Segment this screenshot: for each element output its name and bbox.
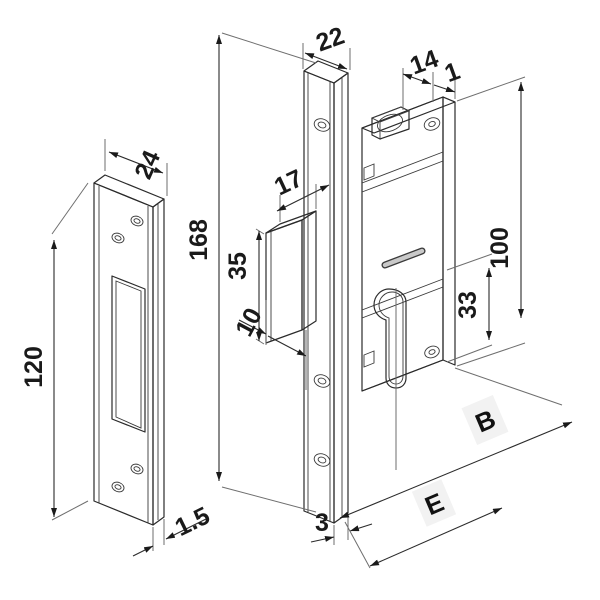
- dimension-35: 35: [224, 228, 265, 345]
- dim-3-arrow-right: [349, 523, 373, 532]
- lock-body-part: [265, 60, 456, 524]
- dim-120-label: 120: [20, 346, 48, 388]
- dim-168-ext-bottom: [221, 486, 317, 513]
- faceplate-screw-hole-1-inner: [317, 121, 327, 129]
- dim-100-ext-top: [456, 76, 526, 102]
- dim-15-arrow-right: [165, 517, 209, 540]
- dim-B-line: [339, 421, 573, 519]
- euro-cylinder-hole-inner: [378, 291, 404, 385]
- dim-35-label: 35: [224, 252, 252, 280]
- dim-33-label: 33: [454, 291, 482, 319]
- dim-3-label: 3: [315, 509, 329, 537]
- strike-plate-screw-hole-3: [111, 481, 125, 493]
- lock-case-screw-lower: [424, 345, 440, 359]
- strike-plate-screw-hole-4: [130, 463, 144, 475]
- faceplate-screw-hole-2-inner: [317, 377, 327, 385]
- strike-plate-screw-hole-2-inner: [133, 218, 141, 224]
- dim-10-arrow-left: [238, 319, 267, 335]
- dim-E-line: [369, 507, 503, 567]
- faceplate-front-face: [303, 70, 335, 524]
- lock-case-tab-upper: [363, 163, 375, 181]
- strike-plate-screw-hole-3-inner: [114, 484, 122, 490]
- faceplate-screw-hole-3: [313, 453, 331, 467]
- dimension-3: 3: [310, 509, 373, 545]
- dim-24-line: [108, 151, 164, 174]
- dim-168-ext-top: [221, 32, 317, 64]
- dimension-168: 168: [185, 32, 317, 513]
- dim-3-arrow-left: [310, 535, 335, 543]
- lock-case-pivot-screw: [423, 117, 441, 131]
- dim-10-arrow-right: [267, 335, 307, 357]
- dim-B-label-bg: [461, 394, 509, 446]
- strike-plate-side-face: [152, 198, 165, 526]
- euro-cylinder-hole: [373, 288, 407, 389]
- lock-case-seam-4: [361, 286, 444, 319]
- dim-E-label-bg: [411, 479, 457, 527]
- dim-22-line: [304, 52, 348, 70]
- dim-120-ext-top: [51, 182, 89, 235]
- lock-case-tab-lower: [363, 350, 375, 368]
- deadbolt-head-round: [377, 113, 403, 133]
- dim-15-arrow-left: [132, 545, 154, 557]
- dim-1-line: [433, 84, 456, 93]
- dim-120-ext-bottom: [51, 500, 89, 521]
- strike-plate-part: [93, 174, 165, 526]
- dimension-100: 100: [456, 76, 526, 367]
- faceplate-screw-hole-1: [313, 118, 331, 132]
- dim-100-label: 100: [486, 227, 514, 269]
- dim-168-label: 168: [185, 219, 213, 261]
- latch-bolt-side-face: [301, 210, 317, 331]
- lock-case-screw-lower-inner: [428, 349, 436, 355]
- lock-case-rivet-slot: [382, 248, 425, 268]
- deadbolt-head-top: [370, 106, 411, 123]
- strike-plate-screw-hole-4-inner: [133, 466, 141, 472]
- dim-14-line: [402, 73, 432, 85]
- strike-plate-cutout: [111, 275, 146, 433]
- strike-plate-screw-hole-1-inner: [114, 235, 122, 241]
- lock-case-pivot-screw-inner: [428, 120, 436, 128]
- strike-plate-cutout-inner: [115, 280, 142, 429]
- lock-case-seam-1: [361, 151, 444, 184]
- dim-33-ext-bottom: [446, 344, 493, 363]
- dim-E-ext-start: [344, 521, 371, 569]
- dim-17-line: [276, 184, 330, 212]
- lock-case-bottom-edge: [361, 359, 444, 392]
- faceplate-screw-hole-2: [313, 374, 331, 388]
- dim-100-ext-bottom: [456, 342, 526, 367]
- strike-plate-screw-hole-2: [130, 215, 144, 227]
- dimension-120: 120: [20, 182, 89, 521]
- dim-B-ext-right: [454, 367, 563, 406]
- faceplate-screw-hole-3-inner: [317, 456, 327, 464]
- lock-case-seam-2: [361, 160, 444, 193]
- dim-33-ext-top: [446, 253, 493, 271]
- strike-plate-screw-hole-1: [111, 232, 125, 244]
- dimension-33: 33: [446, 253, 493, 363]
- dimension-E: E: [344, 455, 503, 569]
